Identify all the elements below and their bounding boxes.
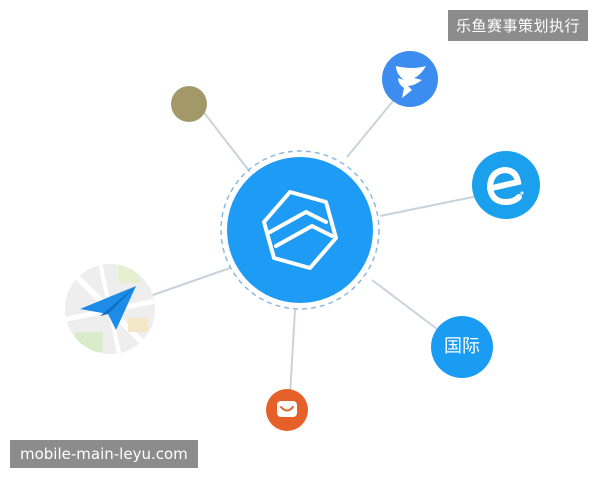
title-banner: 乐鱼赛事策划执行 bbox=[447, 10, 588, 41]
eleme-e-icon bbox=[486, 166, 524, 206]
connector-dingtalk bbox=[346, 94, 399, 158]
hub-logo-icon bbox=[262, 190, 338, 270]
smile-app-icon bbox=[277, 401, 297, 417]
connector-smile bbox=[289, 309, 296, 396]
connector-guoji bbox=[371, 279, 446, 336]
connector-olive bbox=[201, 109, 251, 173]
dingtalk-wing-icon bbox=[396, 66, 426, 98]
hub-dashed-ring bbox=[220, 150, 380, 310]
connector-map bbox=[149, 267, 231, 297]
connector-eleme bbox=[379, 195, 479, 217]
site-watermark: mobile-main-leyu.com bbox=[10, 440, 198, 468]
guoji-label: 国际 bbox=[444, 336, 480, 357]
guoji-circle bbox=[431, 316, 493, 378]
map-plane-icon bbox=[65, 264, 155, 354]
hub-circle bbox=[227, 157, 373, 303]
olive-dot bbox=[171, 86, 207, 122]
